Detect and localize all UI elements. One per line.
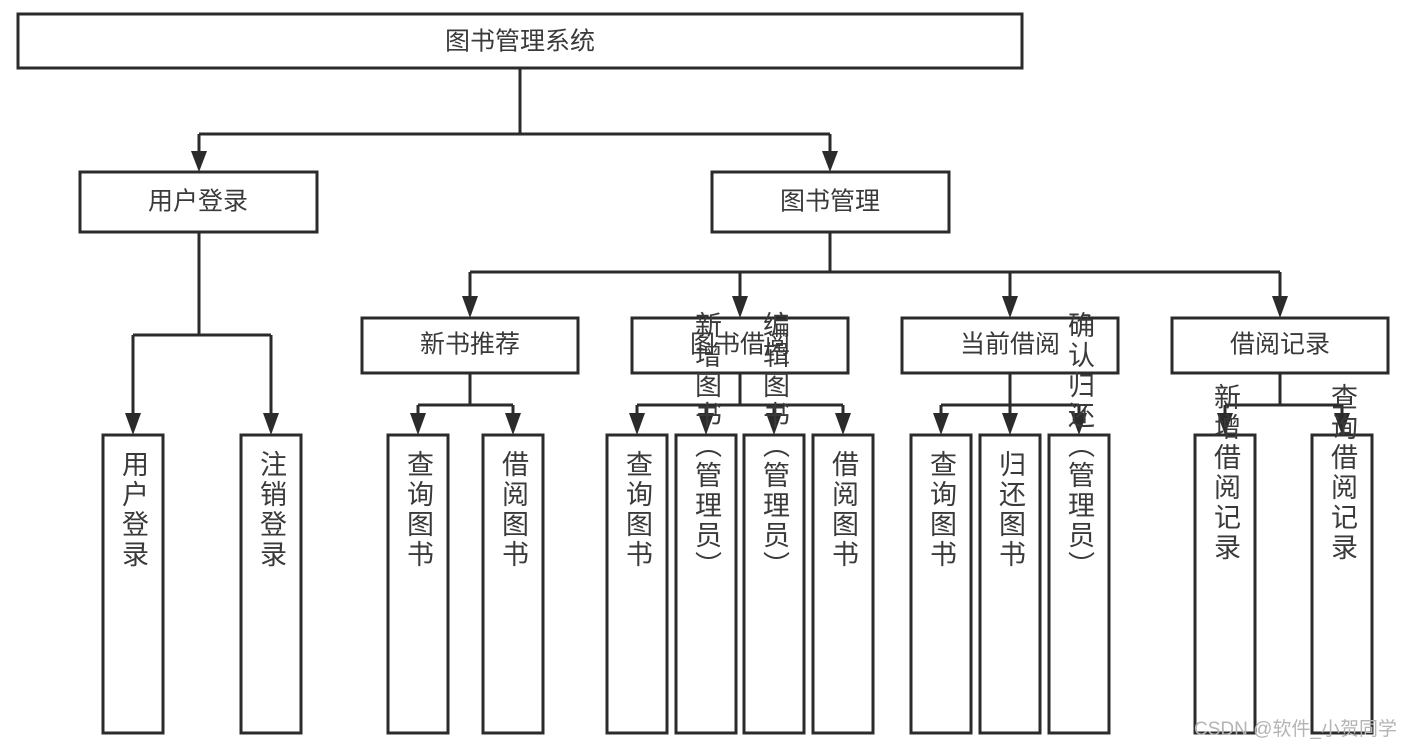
node-borrow-record-label: 借阅记录 (1230, 331, 1330, 359)
node-leaf-current-borrow-3-box[interactable] (1047, 433, 1111, 735)
node-leaf-current-borrow-3-label: 确认归还（管理员） (1064, 311, 1095, 581)
node-new-book-recommend-label: 新书推荐 (420, 331, 520, 359)
arrow-head-book-borrow-leaf-1 (629, 413, 645, 435)
node-leaf-current-borrow-1-label: 查询图书 (926, 450, 957, 570)
node-leaf-current-borrow-2[interactable]: 归还图书 (978, 433, 1042, 735)
node-book-management[interactable]: 图书管理 (710, 170, 951, 234)
node-book-management-box[interactable] (710, 170, 951, 234)
node-leaf-book-borrow-1[interactable]: 查询图书 (605, 433, 669, 735)
node-current-borrow[interactable]: 当前借阅 (900, 316, 1120, 375)
node-user-login-box[interactable] (78, 170, 319, 234)
node-leaf-book-borrow-4[interactable]: 借阅图书 (811, 433, 875, 735)
node-leaf-borrow-record-1-label: 新增借阅记录 (1210, 383, 1241, 563)
node-leaf-book-borrow-2[interactable]: 新增图书（管理员） (674, 311, 738, 735)
node-leaf-book-borrow-1-box[interactable] (605, 433, 669, 735)
node-leaf-user-login-1[interactable]: 用户登录 (101, 433, 165, 735)
node-root[interactable]: 图书管理系统 (16, 12, 1024, 70)
node-leaf-new-book-2-box[interactable] (481, 433, 545, 735)
node-leaf-new-book-1-label: 查询图书 (403, 450, 434, 570)
node-current-borrow-label: 当前借阅 (960, 331, 1060, 359)
node-leaf-borrow-record-2[interactable]: 查询借阅记录 (1310, 383, 1374, 735)
node-borrow-record-box[interactable] (1170, 316, 1390, 375)
arrow-head-book-borrow-leaf-4 (835, 413, 851, 435)
node-leaf-borrow-record-1-box[interactable] (1193, 433, 1257, 735)
node-user-login-label: 用户登录 (148, 188, 248, 216)
node-book-borrow-label: 图书借阅 (690, 331, 790, 359)
arrow-head-current-borrow-leaf-1 (933, 413, 949, 435)
node-leaf-book-borrow-1-label: 查询图书 (622, 450, 653, 570)
node-leaf-borrow-record-2-box[interactable] (1310, 433, 1374, 735)
node-leaf-book-borrow-2-label: 新增图书（管理员） (691, 311, 722, 581)
node-leaf-book-borrow-4-label: 借阅图书 (828, 450, 859, 570)
node-root-box[interactable] (16, 12, 1024, 70)
node-leaf-current-borrow-3[interactable]: 确认归还（管理员） (1047, 311, 1111, 735)
node-new-book-recommend-box[interactable] (360, 316, 580, 375)
node-leaf-user-login-2[interactable]: 注销登录 (239, 433, 303, 735)
arrow-head-current-borrow-leaf-2 (1002, 413, 1018, 435)
arrow-head-book-borrow-leaf-3 (766, 413, 782, 435)
node-book-borrow[interactable]: 图书借阅 (630, 316, 850, 375)
node-borrow-record[interactable]: 借阅记录 (1170, 316, 1390, 375)
node-leaf-user-login-2-box[interactable] (239, 433, 303, 735)
node-leaf-book-borrow-3-box[interactable] (742, 433, 806, 735)
node-leaf-user-login-1-box[interactable] (101, 433, 165, 735)
node-book-management-label: 图书管理 (780, 188, 880, 216)
node-leaf-user-login-2-label: 注销登录 (256, 450, 287, 570)
node-leaf-book-borrow-4-box[interactable] (811, 433, 875, 735)
arrow-head-user-login-leaf-1 (125, 413, 141, 435)
node-root-label: 图书管理系统 (445, 28, 595, 56)
node-leaf-user-login-1-label: 用户登录 (118, 450, 149, 570)
node-leaf-borrow-record-2-label: 查询借阅记录 (1327, 383, 1358, 563)
arrow-head-current-borrow (1002, 296, 1018, 318)
arrow-head-borrow-record (1272, 296, 1288, 318)
arrow-head-new-book-leaf-2 (505, 413, 521, 435)
node-leaf-current-borrow-2-box[interactable] (978, 433, 1042, 735)
node-leaf-book-borrow-3[interactable]: 编辑图书（管理员） (742, 311, 806, 735)
arrow-head-borrow-record-leaf-2 (1334, 413, 1350, 435)
node-leaf-current-borrow-1-box[interactable] (909, 433, 973, 735)
arrow-head-borrow-record-leaf-1 (1217, 413, 1233, 435)
node-leaf-new-book-2-label: 借阅图书 (498, 450, 529, 570)
node-book-borrow-box[interactable] (630, 316, 850, 375)
node-current-borrow-box[interactable] (900, 316, 1120, 375)
arrow-head-current-borrow-leaf-3 (1071, 413, 1087, 435)
node-leaf-borrow-record-1[interactable]: 新增借阅记录 (1193, 383, 1257, 735)
node-leaf-book-borrow-2-box[interactable] (674, 433, 738, 735)
node-leaf-new-book-2[interactable]: 借阅图书 (481, 433, 545, 735)
arrow-head-user-login (191, 151, 207, 172)
node-new-book-recommend[interactable]: 新书推荐 (360, 316, 580, 375)
node-leaf-new-book-1-box[interactable] (386, 433, 450, 735)
arrow-head-new-book-recommend (462, 296, 478, 318)
arrow-head-book-borrow-leaf-2 (698, 413, 714, 435)
arrow-head-book-mgmt (822, 151, 838, 172)
arrow-head-book-borrow (732, 296, 748, 318)
node-leaf-book-borrow-3-label: 编辑图书（管理员） (759, 311, 790, 581)
arrow-head-user-login-leaf-2 (263, 413, 279, 435)
node-leaf-new-book-1[interactable]: 查询图书 (386, 433, 450, 735)
node-leaf-current-borrow-2-label: 归还图书 (995, 450, 1026, 570)
arrow-head-new-book-leaf-1 (410, 413, 426, 435)
node-user-login[interactable]: 用户登录 (78, 170, 319, 234)
connectors-layer (125, 68, 1350, 435)
node-leaf-current-borrow-1[interactable]: 查询图书 (909, 433, 973, 735)
